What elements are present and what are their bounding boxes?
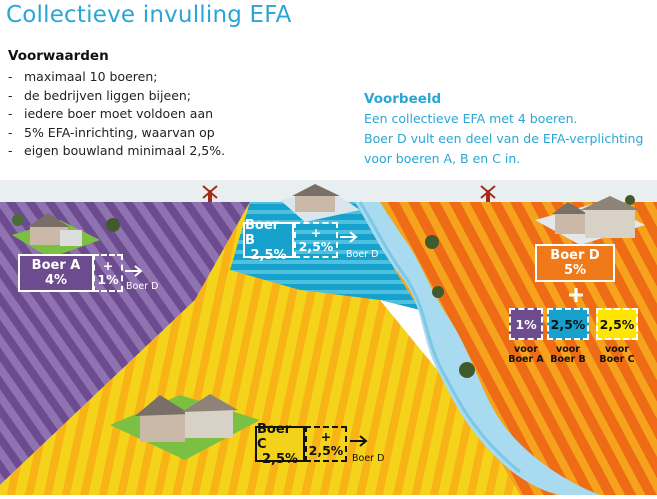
caption-boer: Boer A (508, 354, 544, 365)
example-heading: Voorbeeld (364, 91, 442, 107)
farm-a-extra-box: + 1% (93, 254, 123, 292)
example-line: Een collectieve EFA met 4 boeren. (364, 111, 578, 126)
farm-a-label: Boer A 4% (18, 254, 94, 292)
condition-item: maximaal 10 boeren; (8, 68, 258, 87)
conditions-list: maximaal 10 boeren; de bedrijven liggen … (8, 68, 258, 161)
farm-d-own-share: 5% (563, 263, 587, 278)
farm-b-extra-box: + 2,5% (294, 222, 338, 258)
share-for-b: 2,5% (547, 308, 589, 340)
conditions-heading: Voorwaarden (8, 48, 109, 64)
share-for-a: 1% (509, 308, 543, 340)
share-for-b-caption: voor Boer B (545, 345, 591, 365)
caption-boer: Boer B (550, 354, 586, 365)
plus-sign: + (320, 429, 332, 444)
farm-c-own-share: 2,5% (261, 451, 299, 467)
farm-a-name: Boer A (31, 258, 81, 273)
page-title: Collectieve invulling EFA (6, 2, 292, 28)
caption-voor: voor (514, 344, 538, 355)
farm-b-own-share: 2,5% (250, 247, 287, 263)
share-for-c-caption: voor Boer C (594, 345, 640, 365)
condition-item-continued: eigen bouwland minimaal 2,5%. (8, 142, 258, 161)
farm-b-name: Boer B (245, 217, 280, 248)
farm-a-own-share: 4% (44, 273, 68, 288)
plus-sign: + (102, 258, 114, 273)
farm-a-extra-share: 1% (97, 272, 119, 287)
share-for-a-caption: voor Boer A (503, 345, 549, 365)
farm-b-arrow-target: Boer D (346, 249, 379, 260)
farm-c-arrow-target: Boer D (352, 453, 385, 464)
condition-item: de bedrijven liggen bijeen; (8, 87, 258, 106)
condition-item: iedere boer moet voldoen aan (8, 105, 258, 124)
farm-b-extra-share: 2,5% (298, 239, 334, 254)
caption-boer: Boer C (599, 354, 635, 365)
farm-c-name: Boer C (257, 421, 292, 452)
farm-d-label: Boer D 5% (535, 244, 615, 282)
farm-d-name: Boer D (550, 248, 600, 263)
farm-b-label: Boer B 2,5% (243, 218, 294, 263)
caption-voor: voor (605, 344, 629, 355)
plus-sign: + (310, 225, 322, 240)
caption-voor: voor (556, 344, 580, 355)
condition-item-continued: 5% EFA-inrichting, waarvan op (8, 124, 258, 143)
farm-c-label: Boer C 2,5% (255, 422, 305, 467)
farm-c-extra-share: 2,5% (308, 443, 344, 458)
farm-c-extra-box: + 2,5% (305, 426, 347, 462)
farmland-illustration: Boer A 4% + 1% Boer D Boer B 2,5% + 2,5%… (0, 180, 657, 495)
share-for-c: 2,5% (596, 308, 638, 340)
example-line: Boer D vult een deel van de EFA-verplich… (364, 131, 644, 146)
example-line: voor boeren A, B en C in. (364, 151, 521, 166)
farm-a-arrow-target: Boer D (126, 281, 159, 292)
